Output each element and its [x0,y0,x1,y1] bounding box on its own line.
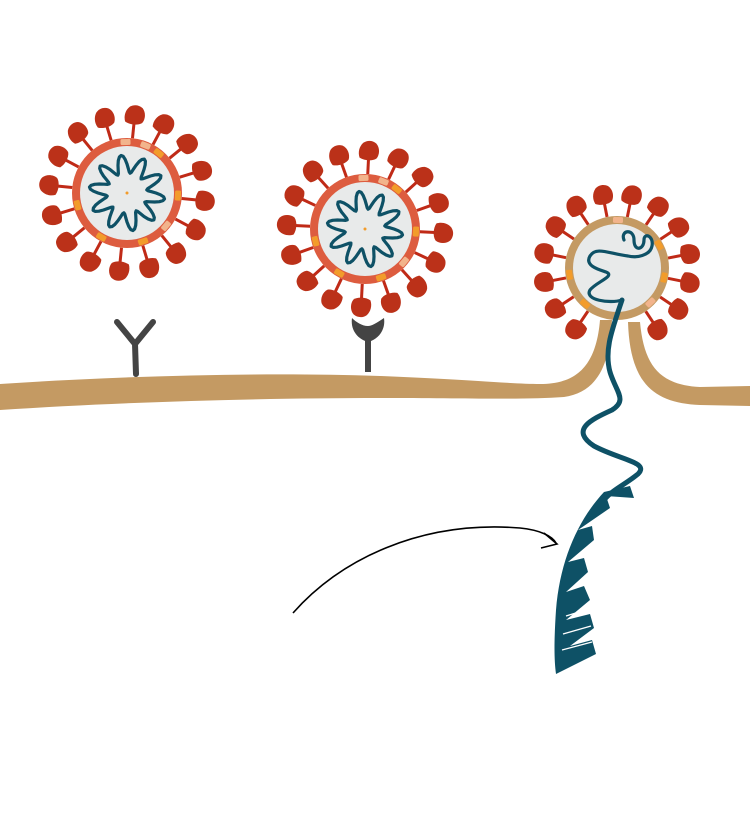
spike-protein [534,272,554,292]
viral-interior [573,224,661,312]
cell-membrane [0,320,612,410]
spike-protein [668,297,689,320]
spike-protein [566,195,587,218]
spike-protein [428,193,449,214]
envelope-protein [311,235,320,247]
envelope-protein [412,226,420,237]
envelope-protein [174,190,182,201]
envelope-protein [333,268,345,278]
center-dot [363,227,367,231]
coronavirus-particle-bound-icon [276,140,454,318]
viral-rna [325,189,405,269]
envelope-protein [399,256,409,267]
arrow-head [540,532,559,549]
spike-protein [139,257,160,279]
envelope-protein [566,269,573,280]
curved-arrow-icon [292,526,557,614]
viral-rna-released [587,230,654,304]
envelope-protein [153,148,164,158]
envelope-protein [140,141,151,150]
y-shaped-receptor-with-spike-icon [351,318,385,372]
cell-membrane-right [628,322,750,406]
spike-protein [680,244,700,264]
envelope-protein [120,138,131,146]
spike-protein [680,272,700,293]
spike-protein [646,196,669,217]
spike-protein [411,166,434,188]
spike-protein [191,160,213,181]
envelope-protein [375,273,387,282]
rna-stripe [561,641,593,651]
spike-protein [39,175,59,196]
spike-protein [55,231,78,253]
envelope-protein [137,237,149,246]
envelope-protein [654,239,664,251]
spike-protein [41,205,63,226]
spike-protein [544,298,567,319]
spike-protein [621,185,642,205]
spike-protein [165,242,187,265]
spike-protein [380,292,401,313]
envelope-protein [358,174,369,182]
spike-protein [565,319,588,340]
envelope-protein [612,216,624,224]
spike-protein [350,297,372,318]
rna-strand-icon [580,297,644,503]
spike-protein [387,148,409,169]
spike-protein [94,107,115,129]
spike-protein [276,214,297,236]
y-shaped-receptor-icon [114,319,156,377]
coronavirus-particle-icon [39,105,215,281]
spike-protein [281,244,302,265]
spike-protein [593,185,613,205]
spike-protein [534,243,554,264]
spike-protein [302,160,324,183]
spike-protein [284,185,305,207]
spike-protein [124,105,145,125]
spike-protein [176,133,199,155]
spike-protein [545,216,566,239]
envelope-protein [95,232,107,242]
spike-protein [667,217,690,238]
envelope-protein [161,220,171,231]
spike-protein [185,218,206,241]
rna-stripe [565,607,593,617]
spike-protein [647,318,668,341]
receptor-cup [351,318,385,342]
receptor-stem [365,338,371,372]
envelope-protein [579,298,591,309]
spike-protein [152,114,175,135]
envelope-protein [391,184,402,194]
spike-protein [195,190,215,211]
envelope-protein [645,297,656,308]
rna-ribbon-stripes [561,607,593,651]
envelope-protein [378,177,389,186]
spike-protein [48,145,69,168]
spike-protein [358,140,380,161]
viral-rna [87,153,167,233]
spike-protein [67,121,89,144]
spike-protein [109,261,130,281]
spike-protein [79,251,102,272]
coronavirus-particle-fusing-icon [534,185,700,341]
center-dot [125,191,129,195]
receptor-shape [114,319,156,377]
rna-stripe [562,625,592,635]
envelope-protein [73,199,82,211]
spike-protein [433,222,454,244]
spike-protein [406,275,428,298]
spike-protein [329,145,350,166]
spike-protein [321,289,343,310]
envelope-protein [660,272,668,283]
spike-protein [425,251,446,273]
spike-protein [296,270,319,292]
rna-ribbon [554,486,634,674]
